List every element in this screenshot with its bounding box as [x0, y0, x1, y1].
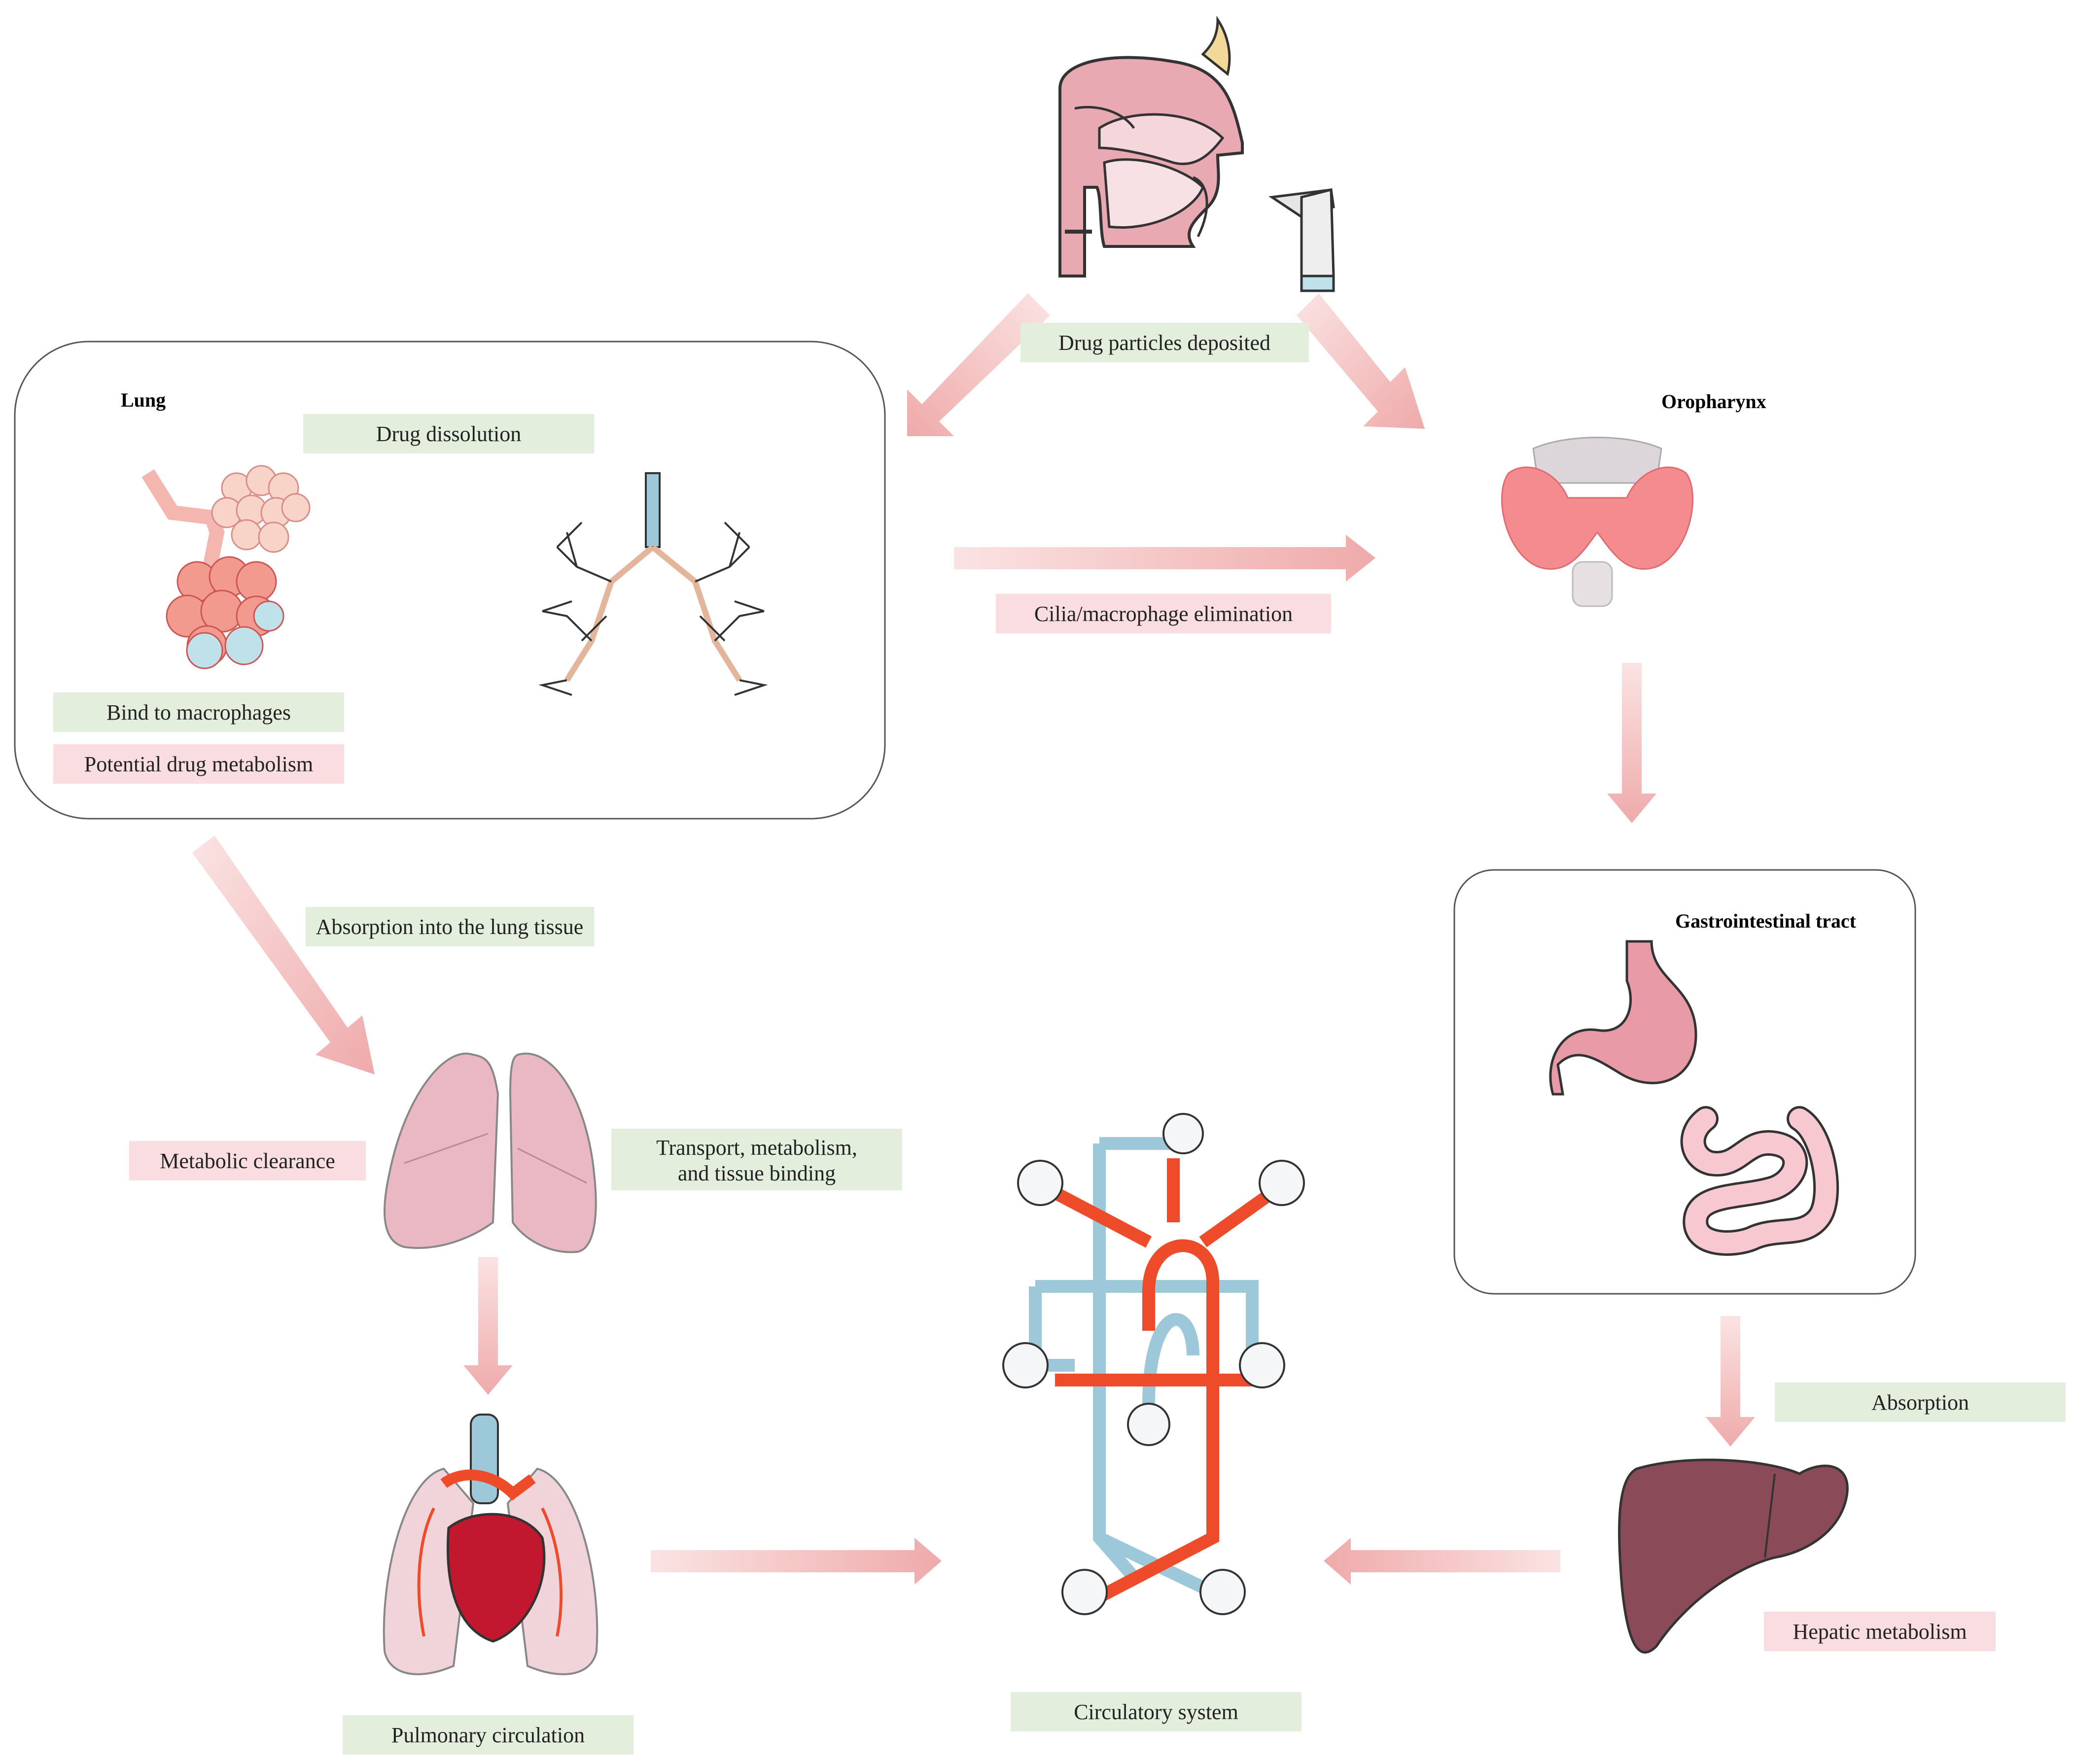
arrow-lungbox-to-lungs	[192, 835, 375, 1074]
arrow-gi-to-liver	[1706, 1316, 1755, 1447]
label-circulatory-system: Circulatory system	[1011, 1692, 1302, 1731]
label-metabolic-clearance: Metabolic clearance	[129, 1141, 366, 1180]
svg-text:Bind to macrophages: Bind to macrophages	[106, 700, 291, 725]
gi-tract-heading: Gastrointestinal tract	[1675, 910, 1857, 932]
label-transport-metabolism: Transport, metabolism, and tissue bindin…	[611, 1129, 902, 1190]
svg-text:Circulatory system: Circulatory system	[1074, 1700, 1238, 1724]
arrow-head-to-oropharynx	[1297, 293, 1425, 429]
inhaler-icon	[1268, 188, 1335, 292]
svg-text:Cilia/macrophage elimination: Cilia/macrophage elimination	[1034, 602, 1293, 626]
svg-text:Absorption: Absorption	[1871, 1390, 1969, 1415]
lungs-icon	[384, 1052, 597, 1253]
heart-lungs-icon	[383, 1414, 598, 1675]
bronchial-tree-icon	[538, 472, 768, 696]
label-hepatic-metabolism: Hepatic metabolism	[1764, 1612, 1996, 1651]
svg-text:Drug dissolution: Drug dissolution	[376, 422, 522, 446]
svg-text:Metabolic clearance: Metabolic clearance	[160, 1149, 335, 1173]
svg-text:Potential drug metabolism: Potential drug metabolism	[84, 752, 313, 776]
lung-heading: Lung	[121, 389, 166, 411]
label-absorption-into-lung-tissue: Absorption into the lung tissue	[306, 907, 594, 946]
arrow-liver-to-circulatory	[1324, 1538, 1560, 1585]
svg-text:Absorption into the lung tissu: Absorption into the lung tissue	[316, 915, 584, 939]
arrow-lungs-to-pulmonary	[463, 1257, 513, 1395]
label-cilia-macrophage-elimination: Cilia/macrophage elimination	[996, 594, 1331, 633]
label-bind-to-macrophages: Bind to macrophages	[53, 692, 344, 732]
liver-icon	[1618, 1458, 1849, 1654]
intestine-icon	[1680, 1106, 1839, 1256]
label-potential-drug-metabolism: Potential drug metabolism	[53, 744, 344, 784]
label-drug-dissolution: Drug dissolution	[303, 414, 594, 453]
lung-container	[14, 341, 886, 820]
arrow-pulmonary-to-circulatory	[651, 1538, 942, 1585]
stomach-icon	[1549, 940, 1697, 1096]
svg-text:Transport, metabolism,: Transport, metabolism,	[656, 1136, 857, 1160]
oropharynx-heading: Oropharynx	[1661, 390, 1766, 413]
svg-text:Hepatic metabolism: Hepatic metabolism	[1793, 1620, 1967, 1644]
arrow-oropharynx-to-gi	[1607, 663, 1656, 823]
svg-text:Pulmonary circulation: Pulmonary circulation	[391, 1723, 585, 1747]
svg-text:Drug particles deposited: Drug particles deposited	[1058, 331, 1270, 355]
head-sagittal-icon	[1058, 15, 1244, 277]
thyroid-oropharynx-icon	[1501, 437, 1693, 607]
circulatory-system-icon	[1002, 1113, 1305, 1615]
label-drug-particles-deposited: Drug particles deposited	[1020, 323, 1309, 362]
label-absorption: Absorption	[1775, 1383, 2066, 1422]
arrow-lung-to-oropharynx	[954, 535, 1375, 582]
arrow-head-to-lung	[907, 293, 1050, 436]
alveoli-icon	[141, 465, 311, 669]
label-pulmonary-circulation: Pulmonary circulation	[343, 1715, 633, 1755]
svg-text:and tissue binding: and tissue binding	[678, 1161, 836, 1185]
gi-tract-container	[1453, 869, 1916, 1295]
